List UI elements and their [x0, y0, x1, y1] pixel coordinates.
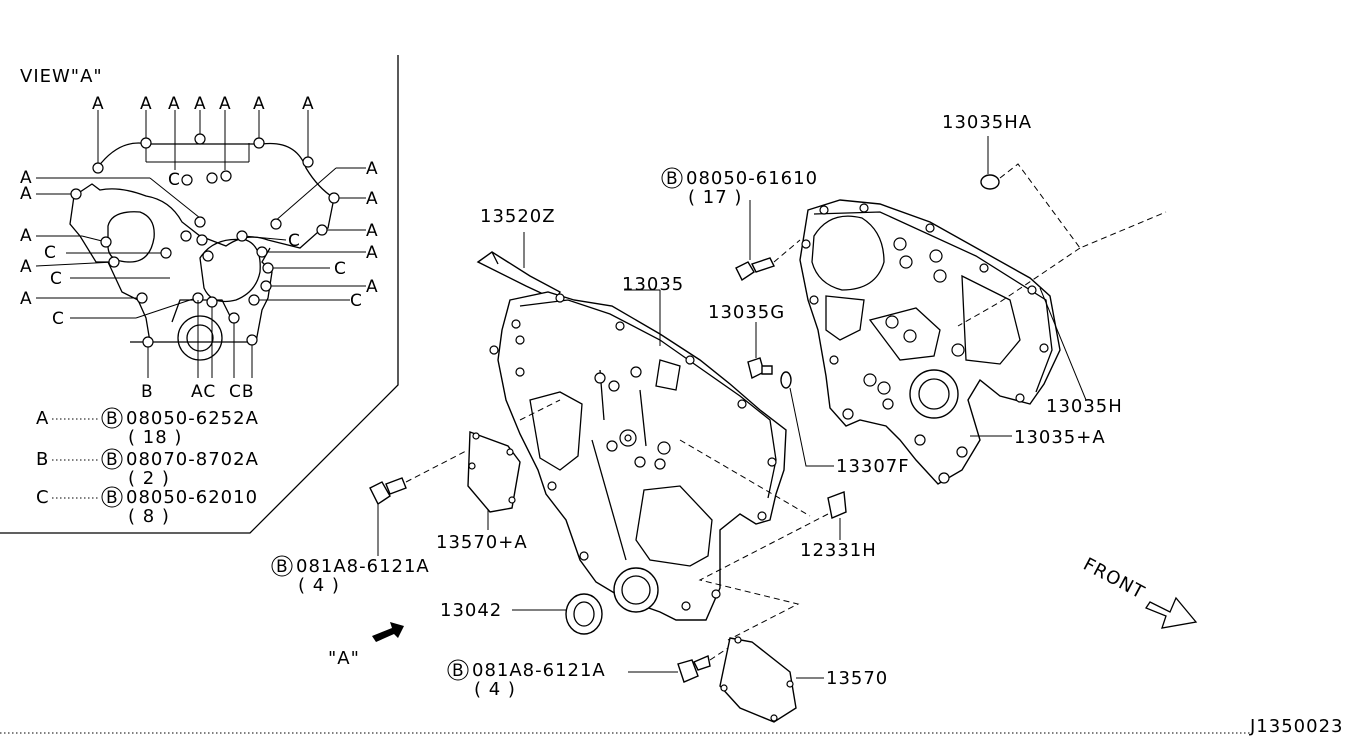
label-13035G: 13035G — [708, 302, 785, 323]
view-a-mark: A — [366, 221, 379, 241]
label-13035: 13035 — [622, 274, 684, 295]
part-13570: 13570 — [719, 636, 888, 723]
view-a-mark: C — [44, 243, 57, 263]
label-13035H: 13035H — [1046, 396, 1123, 417]
legend-code: 08070-8702A — [126, 449, 259, 470]
view-a-mark: C — [50, 269, 63, 289]
legend-qty: ( 2 ) — [128, 468, 170, 489]
label-13307F: 13307F — [836, 456, 910, 477]
front-arrow-icon — [1145, 596, 1198, 629]
circle-b-letter: B — [666, 169, 679, 189]
view-a-panel: VIEW"A" A — [0, 55, 399, 534]
view-a-mark: A — [219, 94, 232, 114]
view-a-mark: A — [366, 189, 379, 209]
circle-b-icon — [101, 486, 123, 508]
label-13570: 13570 — [826, 668, 888, 689]
bolt-code: 08050-61610 — [686, 168, 818, 189]
legend-key: C — [36, 487, 50, 508]
view-a-mark: C — [350, 291, 363, 311]
legend-qty: ( 8 ) — [128, 506, 170, 527]
circle-b-letter: B — [276, 557, 289, 577]
view-a-mark: A — [92, 94, 105, 114]
view-a-mark: C — [168, 170, 181, 190]
part-13035-front-cover: 13035 — [489, 274, 787, 621]
view-a-mark: A — [366, 243, 379, 263]
legend-code: 08050-6252A — [126, 408, 259, 429]
front-label: FRONT — [1080, 554, 1149, 604]
diagram-id: J1350023 — [1249, 716, 1343, 736]
view-a-mark: C — [52, 309, 65, 329]
view-a-mark: A — [366, 277, 379, 297]
label-13042: 13042 — [440, 600, 502, 621]
circle-b-letter: B — [106, 450, 119, 470]
bolt-qty: ( 17 ) — [688, 187, 742, 208]
legend-key: A — [36, 408, 49, 429]
part-12331H: 12331H — [679, 439, 877, 641]
part-13035G: 13035G — [708, 302, 785, 380]
legend-qty: ( 18 ) — [128, 427, 182, 448]
view-a-mark: AC — [191, 382, 216, 402]
part-bolt-081A8-left: B 081A8-6121A ( 4 ) — [271, 449, 469, 596]
circle-b-icon — [101, 448, 123, 470]
view-a-right-marks: A A A A C A C C — [236, 159, 379, 311]
view-a-mark: CB — [229, 382, 255, 402]
view-a-mark: A — [20, 168, 33, 188]
view-a-mark: A — [302, 94, 315, 114]
view-a-legend: A B 08050-6252A ( 18 ) B B 08070-8702A (… — [36, 407, 259, 527]
bolt-qty: ( 4 ) — [298, 575, 340, 596]
part-13035H-rear-cover: 13035H 13035+A — [799, 199, 1123, 485]
part-bolt-08050-61610: B 08050-61610 ( 17 ) — [661, 167, 818, 282]
bolt-code: 081A8-6121A — [472, 660, 606, 681]
circle-b-letter: B — [106, 409, 119, 429]
part-13042-seal: 13042 — [440, 593, 603, 635]
view-a-bottom-marks: B AC CB — [141, 296, 258, 402]
view-a-mark: A — [20, 257, 33, 277]
circle-b-icon — [101, 407, 123, 429]
bolt-code: 081A8-6121A — [296, 556, 430, 577]
label-12331H: 12331H — [800, 540, 877, 561]
view-a-mark: C — [288, 231, 301, 251]
part-bolt-081A8-bottom: B 081A8-6121A ( 4 ) — [447, 647, 729, 700]
part-13570A: 13570+A — [436, 399, 561, 553]
view-a-title: VIEW"A" — [20, 66, 103, 87]
label-13035HA: 13035HA — [942, 112, 1032, 133]
view-a-mark: C — [334, 259, 347, 279]
label-13520Z: 13520Z — [480, 206, 556, 227]
part-13520Z: 13520Z — [476, 206, 561, 301]
circle-b-icon — [271, 555, 293, 577]
bolt-qty: ( 4 ) — [474, 679, 516, 700]
view-a-top-marks: A A A A A A A C — [92, 94, 315, 190]
view-a-mark: A — [20, 289, 33, 309]
view-a-mark: A — [140, 94, 153, 114]
view-a-direction-arrow: "A" — [328, 622, 404, 669]
circle-b-icon — [447, 659, 469, 681]
legend-key: B — [36, 449, 49, 470]
label-13035A: 13035+A — [1014, 427, 1106, 448]
view-a-mark: A — [20, 226, 33, 246]
view-a-mark: A — [366, 159, 379, 179]
view-a-mark: A — [194, 94, 207, 114]
part-13035HA-plug: 13035HA — [942, 112, 1167, 327]
view-a-arrow-label: "A" — [328, 648, 360, 669]
view-a-mark: A — [20, 184, 33, 204]
view-a-left-marks: A A A C A C A C — [20, 168, 214, 329]
circle-b-icon — [661, 167, 683, 189]
legend-code: 08050-62010 — [126, 487, 258, 508]
part-13307F: 13307F — [780, 371, 910, 477]
circle-b-letter: B — [106, 488, 119, 508]
view-a-mark: A — [253, 94, 266, 114]
circle-b-letter: B — [452, 661, 465, 681]
label-13570A: 13570+A — [436, 532, 528, 553]
view-a-mark: B — [141, 382, 154, 402]
view-a-mark: A — [168, 94, 181, 114]
front-direction: FRONT — [1080, 554, 1198, 629]
